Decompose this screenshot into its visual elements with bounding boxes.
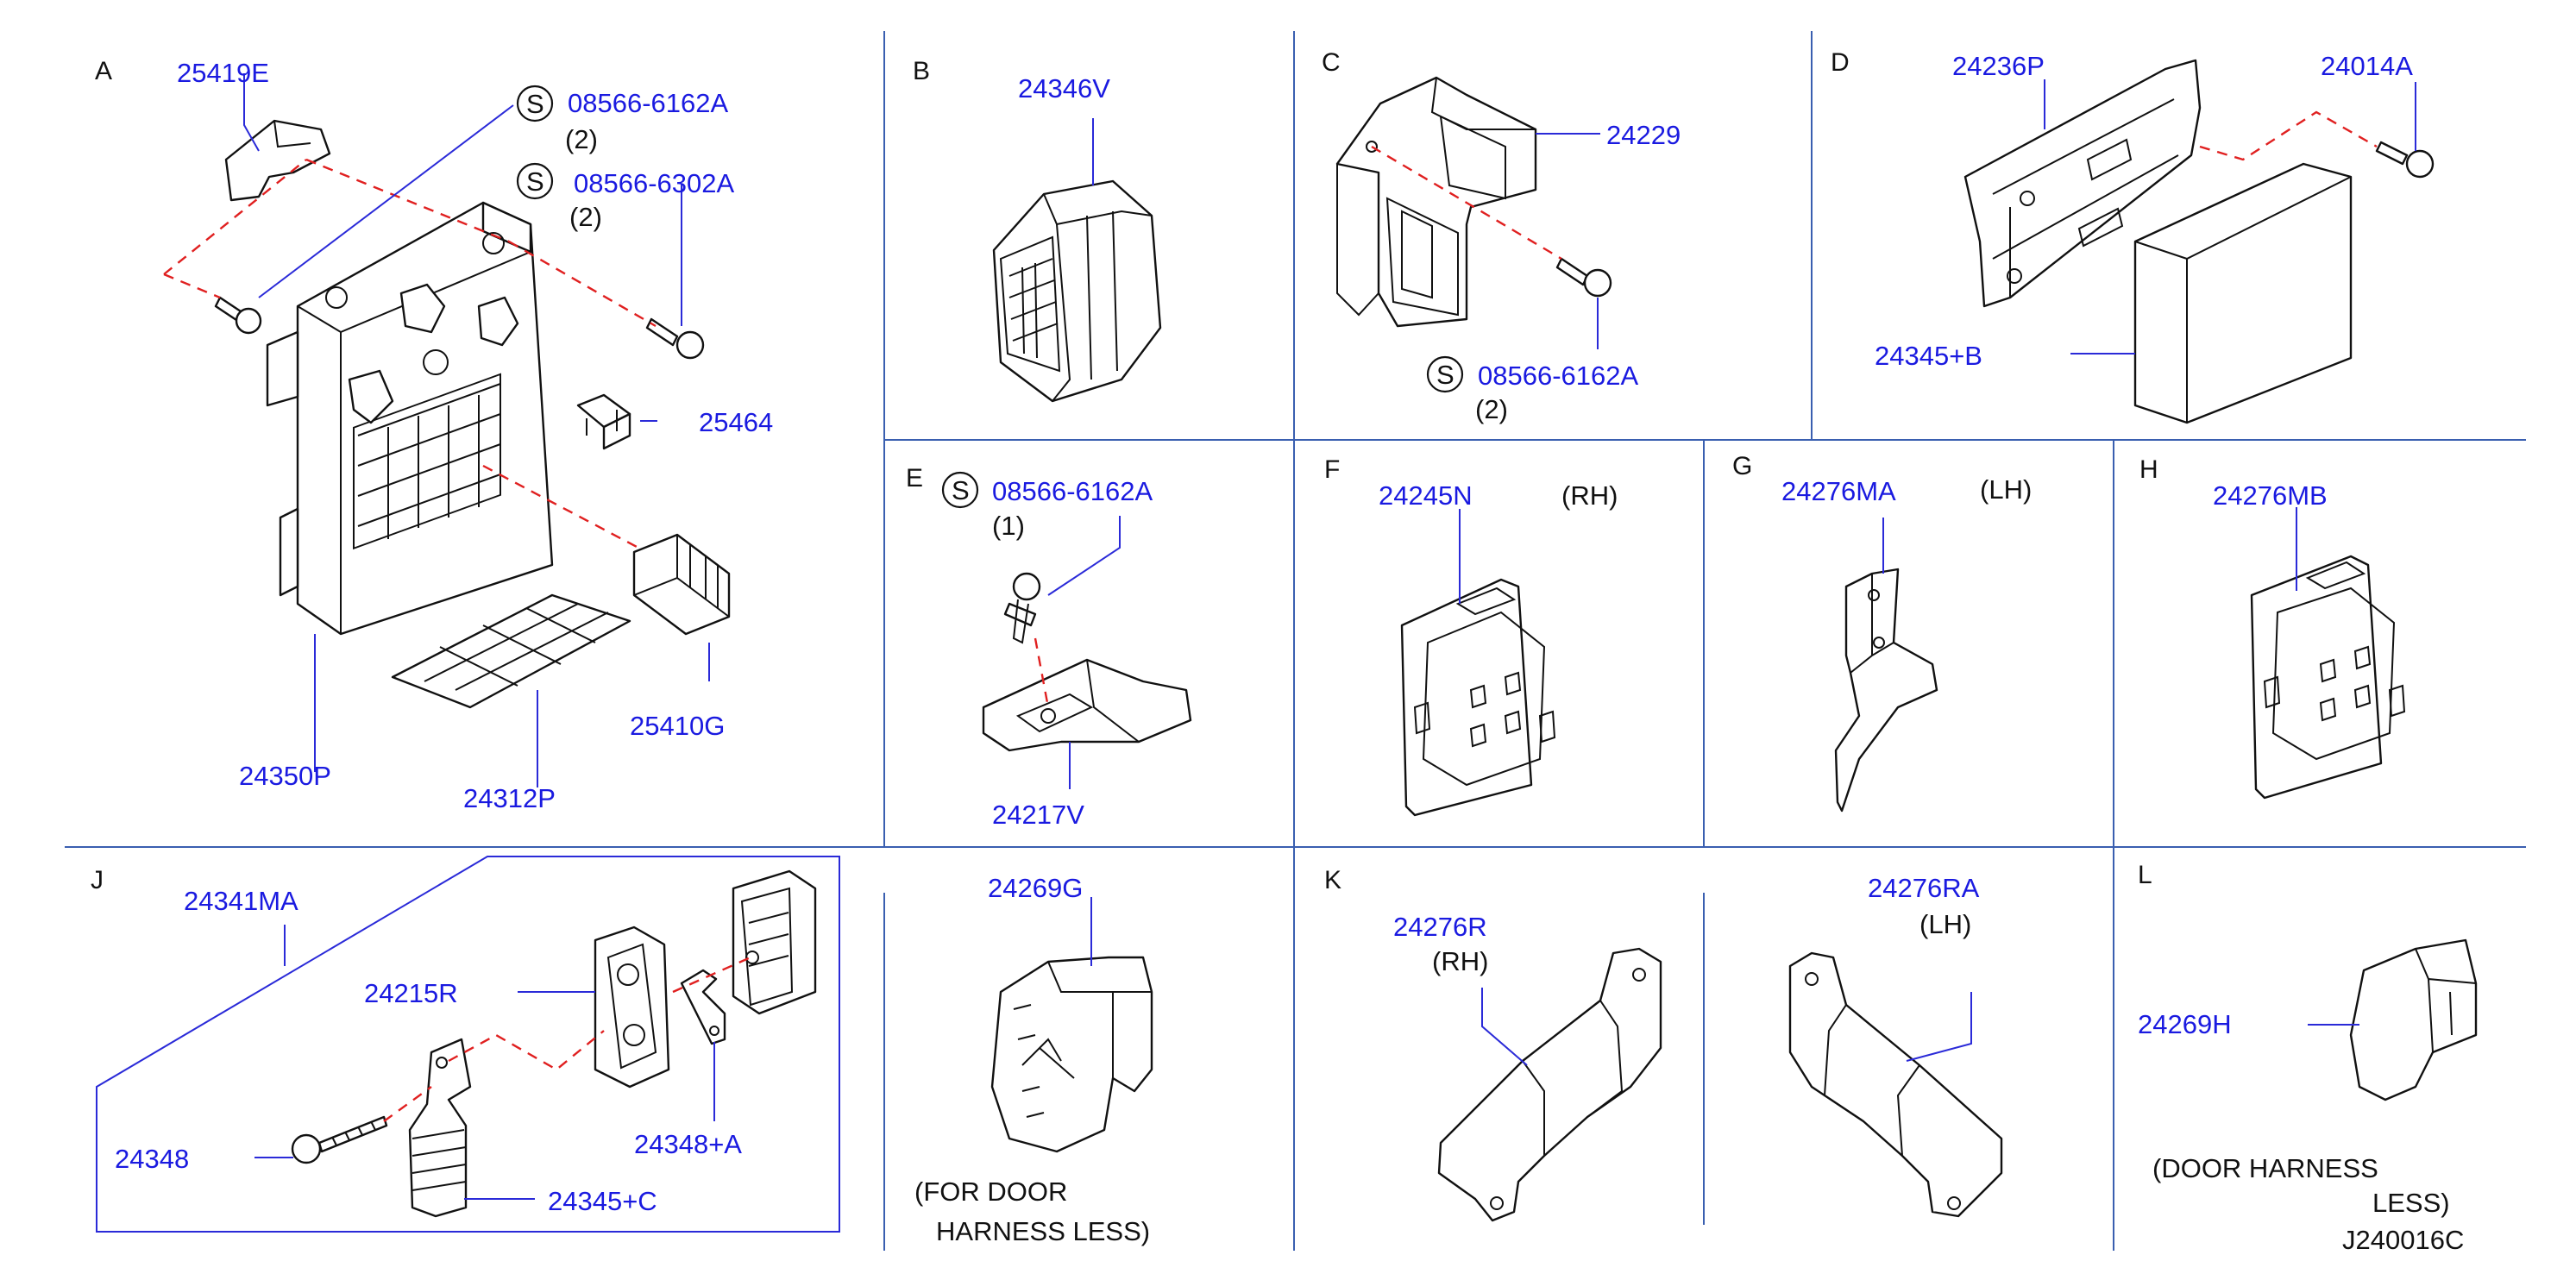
part-24245N[interactable]: 24245N (1379, 480, 1473, 511)
qualifier-k-rh: (RH) (1432, 946, 1488, 976)
std-part-symbol (516, 162, 554, 200)
qty-a-2: (2) (569, 202, 602, 232)
note-door-line1: (DOOR HARNESS (2152, 1153, 2378, 1183)
part-24348[interactable]: 24348 (115, 1144, 189, 1174)
section-letter-d: D (1831, 48, 1850, 77)
note-for-door-line1: (FOR DOOR (914, 1176, 1067, 1207)
section-letter-e: E (906, 464, 923, 493)
section-j-drawing (96, 856, 840, 1233)
part-08566-6162A-e[interactable]: 08566-6162A (992, 476, 1153, 506)
part-24276R[interactable]: 24276R (1393, 912, 1487, 942)
part-08566-6302A[interactable]: 08566-6302A (574, 168, 734, 198)
section-e-drawing (982, 572, 1192, 752)
part-24346V[interactable]: 24346V (1018, 73, 1110, 104)
section-letter-h: H (2139, 455, 2158, 484)
part-24269H[interactable]: 24269H (2138, 1009, 2232, 1039)
part-24014A[interactable]: 24014A (2321, 51, 2413, 81)
qty-a-1: (2) (565, 124, 598, 154)
part-24269G[interactable]: 24269G (988, 873, 1083, 903)
section-letter-l: L (2138, 861, 2152, 889)
part-24229[interactable]: 24229 (1606, 120, 1681, 150)
section-grid (65, 31, 2526, 1251)
part-24215R[interactable]: 24215R (364, 978, 458, 1008)
std-part-symbol (941, 471, 979, 509)
part-08566-6162A-a[interactable]: 08566-6162A (568, 88, 728, 118)
std-symbol-letter: S (1436, 360, 1454, 390)
section-letter-a: A (95, 57, 112, 85)
section-d-drawing (1963, 59, 2435, 424)
part-24345B[interactable]: 24345+B (1875, 341, 1982, 371)
section-h-drawing (2250, 555, 2406, 800)
section-g-drawing (1834, 568, 1938, 813)
qty-e: (1) (992, 511, 1025, 541)
part-24236P[interactable]: 24236P (1952, 51, 2045, 81)
section-c-drawing (1335, 76, 1612, 328)
section-a-drawing (214, 119, 731, 709)
section-letter-j: J (91, 866, 104, 894)
part-25419E[interactable]: 25419E (177, 58, 269, 88)
std-part-symbol (1426, 355, 1464, 393)
section-letter-b: B (913, 57, 930, 85)
part-24276MA[interactable]: 24276MA (1781, 476, 1896, 506)
part-24350P[interactable]: 24350P (239, 761, 331, 791)
part-25410G[interactable]: 25410G (630, 711, 725, 741)
qualifier-k-lh: (LH) (1919, 909, 1971, 939)
part-24312P[interactable]: 24312P (463, 783, 556, 813)
section-letter-k: K (1324, 866, 1341, 894)
std-part-symbol (516, 85, 554, 122)
part-08566-6162A-c[interactable]: 08566-6162A (1478, 361, 1638, 391)
section-k-drawing (1437, 947, 2003, 1222)
part-24348A[interactable]: 24348+A (634, 1129, 742, 1159)
std-symbol-letter: S (952, 475, 970, 505)
grommet-24269g-drawing (990, 956, 1153, 1153)
section-letter-f: F (1324, 455, 1340, 484)
qualifier-g-lh: (LH) (1980, 474, 2032, 505)
part-24276MB[interactable]: 24276MB (2213, 480, 2328, 511)
qualifier-f-rh: (RH) (1561, 480, 1618, 511)
part-24345C[interactable]: 24345+C (548, 1186, 657, 1216)
qty-c: (2) (1475, 394, 1508, 424)
section-b-drawing (992, 179, 1162, 403)
note-for-door-line2: HARNESS LESS) (936, 1216, 1150, 1246)
section-l-drawing (2349, 938, 2478, 1101)
diagram-code: J240016C (2342, 1225, 2464, 1255)
note-door-line2: LESS) (2372, 1188, 2450, 1218)
part-24341MA[interactable]: 24341MA (184, 886, 298, 916)
part-24276RA[interactable]: 24276RA (1868, 873, 1980, 903)
section-letter-g: G (1732, 452, 1752, 480)
part-24217V[interactable]: 24217V (992, 800, 1084, 830)
section-f-drawing (1400, 578, 1556, 817)
part-25464[interactable]: 25464 (699, 407, 773, 437)
section-letter-c: C (1322, 48, 1341, 77)
std-symbol-letter: S (526, 89, 544, 119)
std-symbol-letter: S (526, 166, 544, 197)
